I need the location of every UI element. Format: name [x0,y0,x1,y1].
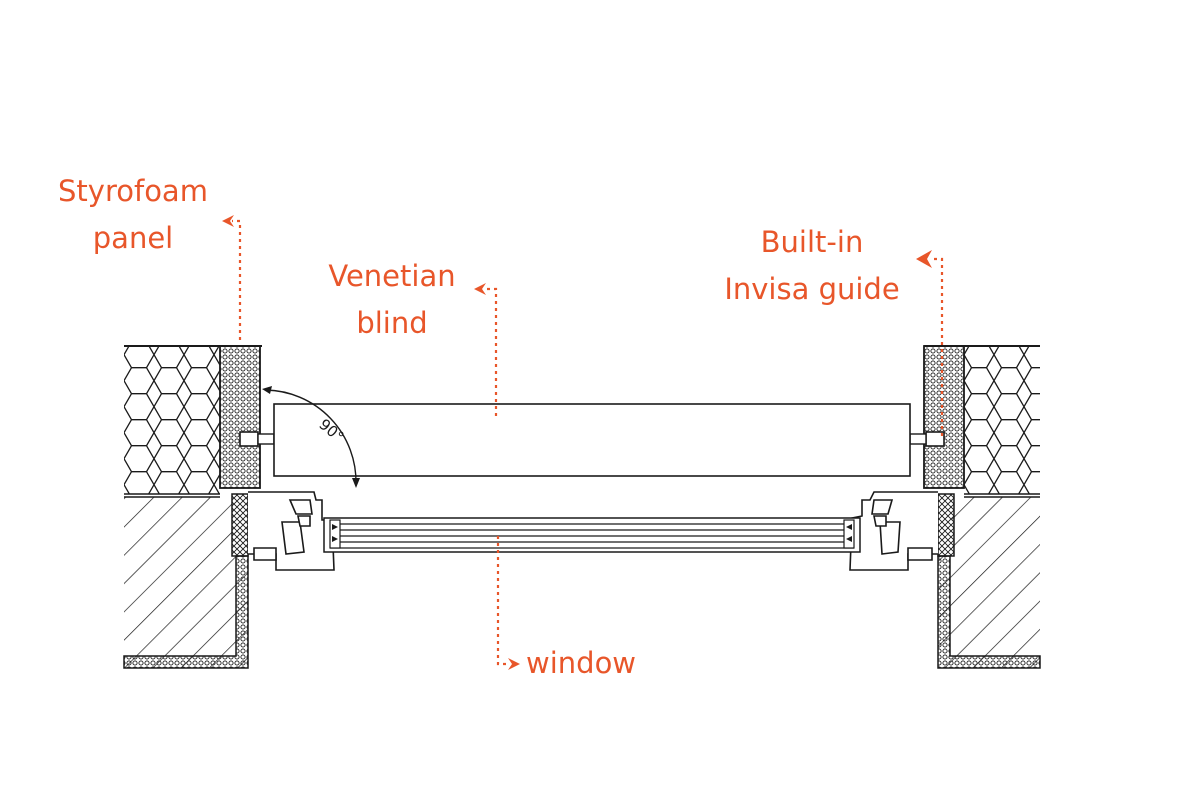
venetian-leader [486,287,498,416]
right-styrofoam-panel [923,345,965,489]
guide-arrow-icon [916,250,932,268]
leader-lines [232,219,944,666]
right-masonry [938,497,1040,668]
left-guide [239,431,259,447]
guide-leader [930,257,944,436]
right-seal [937,493,955,557]
left-window-frame [248,491,335,571]
venetian-arrow-icon [474,283,486,295]
styrofoam-label: Styrofoam panel [40,168,226,262]
window-glass [323,517,861,553]
window-leader [496,536,508,666]
venetian-label-line2: blind [356,306,428,340]
right-insulation [964,346,1040,494]
window-label: window [526,646,637,680]
left-insulation [124,346,220,494]
left-seal [231,493,249,557]
styrofoam-label-line2: panel [92,221,174,255]
left-masonry [124,497,248,668]
left-wall [123,345,275,669]
venetian-blind [273,403,911,477]
guide-label-line1: Built-in [760,225,864,259]
guide-label: Built-in Invisa guide [702,219,922,313]
venetian-label-line1: Venetian [328,259,456,293]
window-arrow-icon [508,658,520,670]
guide-label-line2: Invisa guide [724,272,900,306]
styrofoam-arrow-icon [222,215,234,227]
left-styrofoam-panel [219,345,261,489]
right-window-frame [849,491,938,571]
right-wall [909,345,1041,669]
styrofoam-leader [232,219,242,340]
styrofoam-label-line1: Styrofoam [58,174,208,208]
venetian-label: Venetian blind [312,253,472,347]
